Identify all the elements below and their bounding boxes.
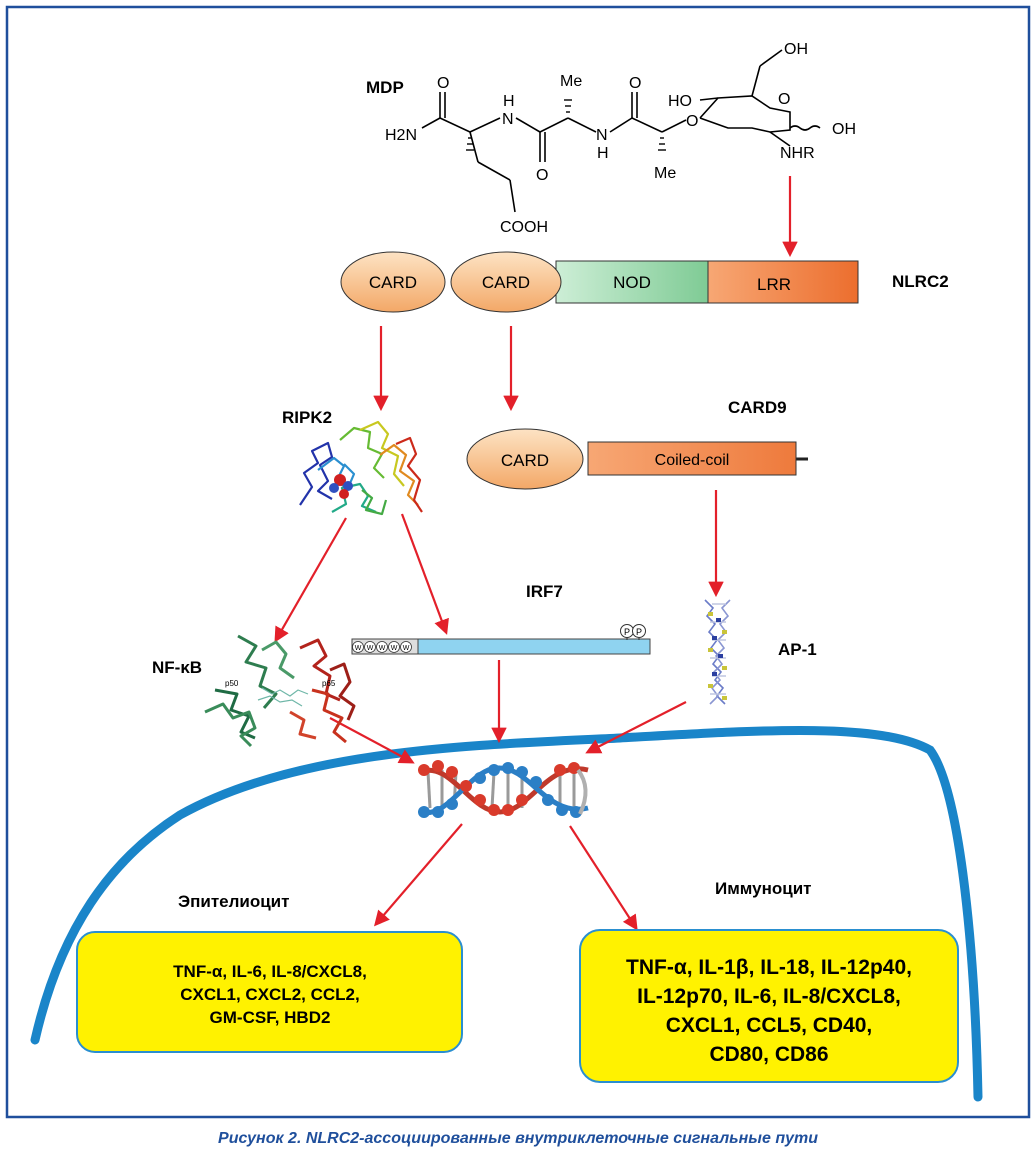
- epithelial-output-line-1: TNF-α, IL-6, IL-8/CXCL8,: [173, 962, 367, 981]
- epithelial-output-line-3: GM-CSF, HBD2: [210, 1008, 331, 1027]
- irf7-motif-5: W: [403, 645, 410, 652]
- nlrc2-nod-label: NOD: [613, 273, 651, 292]
- mdp-atom-nh2-h: H: [597, 145, 609, 162]
- mdp-atom-h2n: H2N: [385, 127, 417, 144]
- nlrc2-card2-domain: [450, 251, 562, 313]
- nlrc2-lrr-label: LRR: [757, 275, 791, 294]
- immune-output-line-1: TNF-α, IL-1β, IL-18, IL-12p40,: [626, 956, 912, 979]
- arrow-ripk2-to-nfkb: [274, 517, 347, 643]
- nfkb-label: NF-κB: [152, 658, 202, 677]
- nfkb-p50-label: p50: [225, 679, 239, 688]
- irf7-label: IRF7: [526, 582, 563, 601]
- nfkb-structure: NF-κB p50 p65: [152, 634, 356, 748]
- mdp-atom-oh-top: OH: [784, 41, 808, 58]
- immune-output-box: TNF-α, IL-1β, IL-18, IL-12p40, IL-12p70,…: [579, 929, 959, 1083]
- mdp-atom-nh1-n: N: [502, 111, 514, 128]
- cell-membrane: [30, 725, 983, 1102]
- mdp-label: MDP: [366, 78, 404, 97]
- nlrc2-card2-label: CARD: [482, 273, 530, 292]
- mdp-atom-me1: Me: [560, 73, 582, 90]
- nlrc2-card1-label: CARD: [369, 273, 417, 292]
- mdp-atom-nhr: NHR: [780, 145, 815, 162]
- nfkb-p65-label: p65: [322, 679, 336, 688]
- irf7-motif-2: W: [367, 645, 374, 652]
- mdp-atom-cooh: COOH: [500, 219, 548, 236]
- immune-output-line-3: CXCL1, CCL5, CD40,: [666, 1014, 873, 1037]
- irf7-motif-4: W: [391, 645, 398, 652]
- ripk2-label: RIPK2: [282, 408, 332, 427]
- dna-helix: [418, 760, 589, 818]
- epithelial-output-line-2: CXCL1, CXCL2, CCL2,: [180, 985, 359, 1004]
- irf7-phospho-2: P: [636, 627, 642, 637]
- immune-output-line-4: CD80, CD86: [709, 1043, 828, 1066]
- arrow-dna-to-epithelial: [373, 823, 463, 927]
- irf7-tryptophan-repeats: [352, 641, 412, 653]
- irf7-protein: IRF7 W W W W W P P: [351, 582, 651, 655]
- mdp-atom-oh-right: OH: [832, 121, 856, 138]
- arrow-dna-to-immune: [569, 825, 638, 931]
- card9-coiled-coil-domain: [587, 441, 797, 476]
- mdp-atom-me2: Me: [654, 165, 676, 182]
- immune-output-line-2: IL-12p70, IL-6, IL-8/CXCL8,: [637, 985, 901, 1008]
- nlrc2-lrr-domain: [707, 260, 859, 304]
- arrow-ap1-to-dna: [585, 701, 687, 754]
- mdp-atom-o1: O: [437, 75, 449, 92]
- immune-cell-label: Иммуноцит: [715, 879, 811, 898]
- figure-caption: Рисунок 2. NLRC2-ассоциированные внутрик…: [218, 1130, 818, 1147]
- mdp-atom-o2: O: [536, 167, 548, 184]
- mdp-structure: MDP: [366, 41, 856, 236]
- irf7-phospho-1: P: [624, 627, 630, 637]
- mdp-atom-o-ring: O: [778, 91, 790, 108]
- epithelial-output-box: TNF-α, IL-6, IL-8/CXCL8, CXCL1, CXCL2, C…: [76, 931, 463, 1053]
- irf7-motif-1: W: [355, 645, 362, 652]
- arrow-nfkb-to-dna: [329, 717, 415, 764]
- mdp-atom-o3: O: [629, 75, 641, 92]
- card9-label: CARD9: [728, 398, 787, 417]
- ripk2-structure: RIPK2: [282, 408, 423, 516]
- nlrc2-nod-domain: [555, 260, 709, 304]
- nlrc2-card1-domain: [340, 251, 446, 313]
- card9-card-label: CARD: [501, 451, 549, 470]
- nlrc2-label: NLRC2: [892, 272, 949, 291]
- nlrc2-protein: CARD CARD NOD LRR NLRC2: [340, 251, 949, 313]
- mdp-atom-o-link: O: [686, 113, 698, 130]
- epithelial-cell-label: Эпителиоцит: [178, 892, 289, 911]
- mdp-atom-ho-ring: HO: [668, 93, 692, 110]
- irf7-motif-3: W: [379, 645, 386, 652]
- ap1-structure: AP-1: [704, 599, 817, 705]
- figure-frame: [5, 5, 1031, 1119]
- arrow-ripk2-to-irf7: [400, 513, 449, 635]
- card9-coiled-coil-label: Coiled-coil: [655, 452, 730, 469]
- signal-arrows: [274, 176, 798, 931]
- card9-protein: CARD9 CARD Coiled-coil: [466, 398, 808, 490]
- ap1-label: AP-1: [778, 640, 817, 659]
- mdp-atom-nh2-n: N: [596, 127, 608, 144]
- card9-card-domain: [466, 428, 584, 490]
- irf7-bar: [417, 638, 651, 655]
- mdp-atom-nh1-h: H: [503, 93, 515, 110]
